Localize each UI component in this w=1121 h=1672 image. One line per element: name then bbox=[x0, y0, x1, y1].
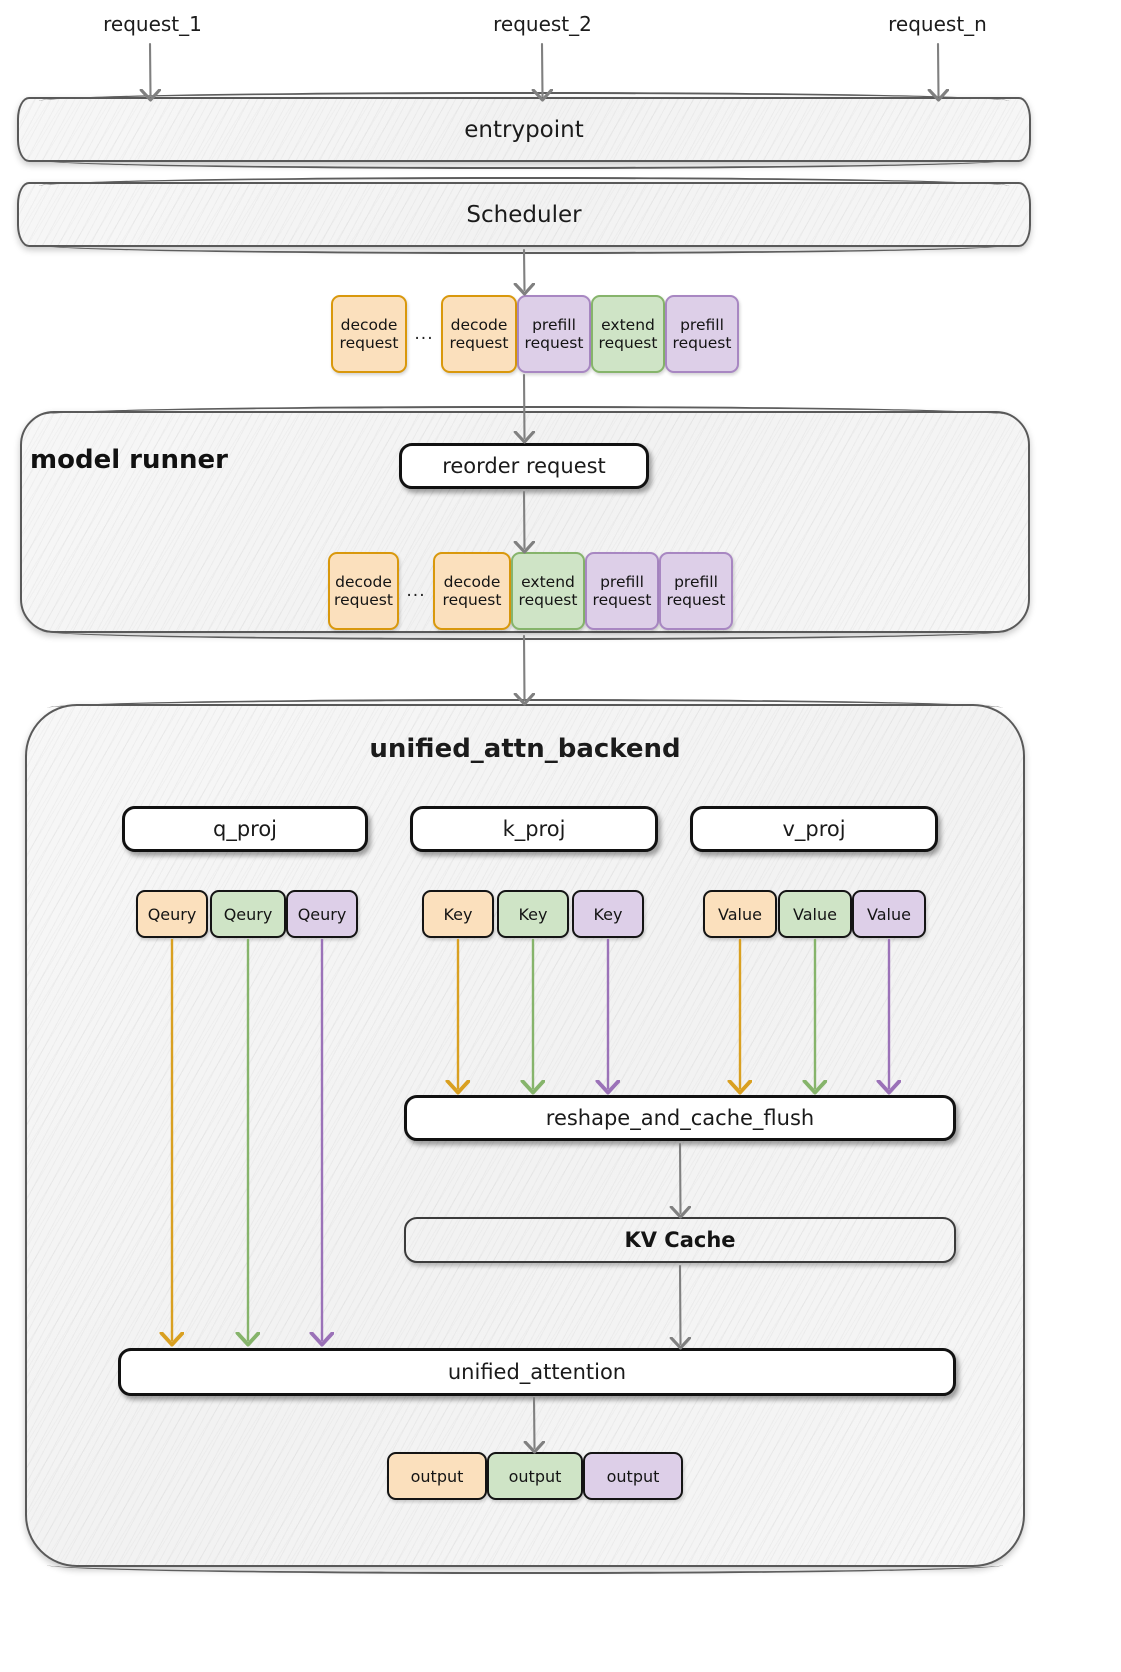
q-proj-label: q_proj bbox=[212, 817, 277, 841]
qeury-chip-purple: Qeury bbox=[286, 890, 358, 938]
kv-cache-label: KV Cache bbox=[624, 1228, 736, 1252]
scheduler-chip-decode-2: decode request bbox=[441, 295, 517, 373]
model-runner-label: model runner bbox=[30, 445, 360, 485]
v-proj-label: v_proj bbox=[782, 817, 846, 841]
k-proj-box[interactable]: k_proj bbox=[410, 806, 658, 852]
reshape-and-cache-flush-box[interactable]: reshape_and_cache_flush bbox=[404, 1095, 956, 1141]
model-runner-label-text: model runner bbox=[30, 445, 228, 475]
qeury-chip-orange: Qeury bbox=[136, 890, 208, 938]
chip-line-2: request bbox=[598, 334, 658, 352]
chip-line-2: request bbox=[592, 591, 652, 609]
input-label-text: request_n bbox=[888, 12, 987, 36]
value-chip-purple: Value bbox=[852, 890, 926, 938]
ellipsis-text: ... bbox=[414, 324, 434, 344]
output-chip-label: output bbox=[508, 1466, 562, 1486]
output-chip-green: output bbox=[487, 1452, 583, 1500]
scheduler-chip-ellipsis: ... bbox=[407, 295, 441, 373]
output-chip-purple: output bbox=[583, 1452, 683, 1500]
chip-line-2: request bbox=[334, 591, 393, 609]
value-chip-label: Value bbox=[793, 904, 837, 924]
chip-line-2: request bbox=[442, 591, 502, 609]
chip-line-1: prefill bbox=[600, 572, 644, 591]
arrow-model-runner-to-backend bbox=[524, 634, 525, 700]
entrypoint-label: entrypoint bbox=[464, 116, 584, 143]
arrow-scheduler-to-batch bbox=[524, 248, 525, 290]
runner-chip-ellipsis: ... bbox=[399, 552, 433, 630]
chip-line-1: extend bbox=[521, 572, 575, 591]
q-proj-box[interactable]: q_proj bbox=[122, 806, 368, 852]
v-proj-box[interactable]: v_proj bbox=[690, 806, 938, 852]
key-chip-orange: Key bbox=[422, 890, 494, 938]
value-chip-orange: Value bbox=[703, 890, 777, 938]
key-chip-green: Key bbox=[497, 890, 569, 938]
entrypoint-container: entrypoint bbox=[17, 92, 1031, 169]
reshape-label: reshape_and_cache_flush bbox=[545, 1106, 815, 1130]
chip-line-1: extend bbox=[601, 315, 655, 334]
input-label-text: request_1 bbox=[103, 12, 202, 36]
scheduler-chip-extend: extend request bbox=[591, 295, 665, 373]
qeury-chip-label: Qeury bbox=[297, 904, 347, 924]
value-chip-label: Value bbox=[867, 904, 911, 924]
scheduler-chip-prefill-2: prefill request bbox=[665, 295, 739, 373]
chip-line-1: prefill bbox=[674, 572, 718, 591]
output-chip-orange: output bbox=[387, 1452, 487, 1500]
unified-attention-label: unified_attention bbox=[447, 1360, 627, 1384]
key-chip-label: Key bbox=[518, 904, 548, 924]
arrow-request-n-to-entrypoint bbox=[938, 42, 939, 96]
input-label-request-2: request_2 bbox=[450, 12, 635, 42]
chip-line-2: request bbox=[666, 591, 726, 609]
chip-line-2: request bbox=[524, 334, 584, 352]
input-label-text: request_2 bbox=[493, 12, 592, 36]
runner-chip-decode-1: decode request bbox=[328, 552, 399, 630]
chip-line-2: request bbox=[449, 334, 509, 352]
reorder-request-box[interactable]: reorder request bbox=[399, 443, 649, 489]
input-label-request-n: request_n bbox=[845, 12, 1030, 42]
scheduler-label: Scheduler bbox=[466, 201, 582, 228]
reorder-request-label: reorder request bbox=[442, 454, 606, 478]
qeury-chip-green: Qeury bbox=[210, 890, 286, 938]
arrow-request-2-to-entrypoint bbox=[542, 42, 543, 96]
key-chip-label: Key bbox=[593, 904, 623, 924]
output-chip-label: output bbox=[410, 1466, 464, 1486]
chip-line-1: prefill bbox=[680, 315, 724, 334]
unified-attn-backend-title-text: unified_attn_backend bbox=[369, 734, 681, 764]
k-proj-label: k_proj bbox=[502, 817, 566, 841]
input-label-request-1: request_1 bbox=[60, 12, 245, 42]
runner-chip-extend: extend request bbox=[511, 552, 585, 630]
kv-cache-box[interactable]: KV Cache bbox=[404, 1217, 956, 1263]
ellipsis-text: ... bbox=[406, 581, 426, 601]
qeury-chip-label: Qeury bbox=[147, 904, 197, 924]
arrow-request-1-to-entrypoint bbox=[150, 42, 151, 96]
key-chip-purple: Key bbox=[572, 890, 644, 938]
value-chip-green: Value bbox=[778, 890, 852, 938]
value-chip-label: Value bbox=[718, 904, 762, 924]
chip-line-1: prefill bbox=[532, 315, 576, 334]
runner-chip-prefill-2: prefill request bbox=[659, 552, 733, 630]
unified-attention-box[interactable]: unified_attention bbox=[118, 1348, 956, 1396]
unified-attn-backend-title: unified_attn_backend bbox=[25, 730, 1025, 768]
scheduler-container: Scheduler bbox=[17, 177, 1031, 254]
chip-line-2: request bbox=[339, 334, 399, 352]
key-chip-label: Key bbox=[443, 904, 473, 924]
runner-chip-decode-2: decode request bbox=[433, 552, 511, 630]
scheduler-chip-decode-1: decode request bbox=[331, 295, 407, 373]
scheduler-chip-prefill-1: prefill request bbox=[517, 295, 591, 373]
chip-line-1: decode bbox=[340, 315, 398, 334]
qeury-chip-label: Qeury bbox=[223, 904, 273, 924]
chip-line-1: decode bbox=[335, 572, 392, 591]
output-chip-label: output bbox=[606, 1466, 660, 1486]
chip-line-2: request bbox=[672, 334, 732, 352]
chip-line-1: decode bbox=[450, 315, 508, 334]
chip-line-1: decode bbox=[443, 572, 501, 591]
runner-chip-prefill-1: prefill request bbox=[585, 552, 659, 630]
chip-line-2: request bbox=[518, 591, 578, 609]
